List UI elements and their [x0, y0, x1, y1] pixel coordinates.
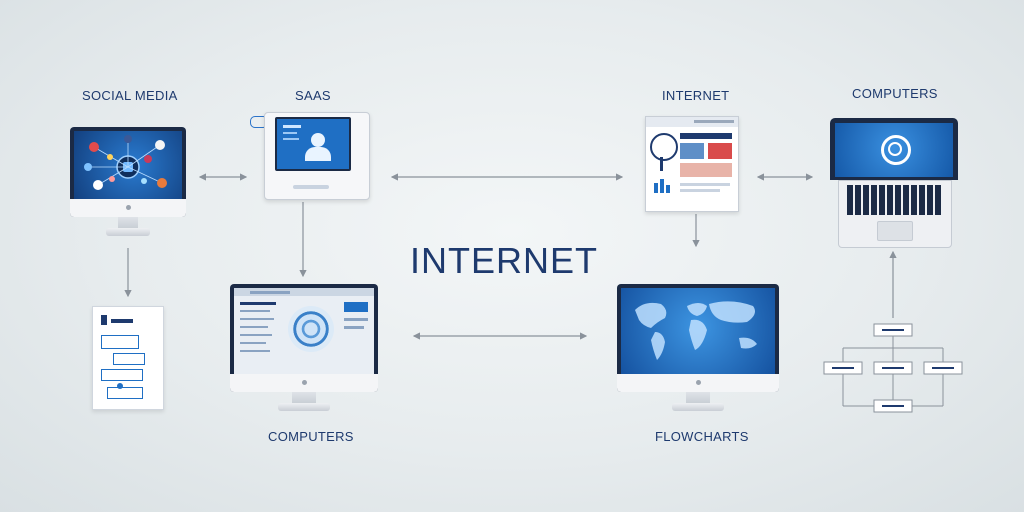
laptop-icon — [830, 118, 960, 250]
world-map-monitor-icon — [617, 284, 779, 414]
social-monitor-icon — [70, 127, 186, 243]
computer-monitor-icon — [230, 284, 378, 414]
label-computers-top: COMPUTERS — [852, 86, 938, 101]
flowchart-icon — [823, 323, 963, 413]
label-saas: SAAS — [295, 88, 331, 103]
label-internet: INTERNET — [662, 88, 730, 103]
label-social-media: SOCIAL MEDIA — [82, 88, 178, 103]
center-title: INTERNET — [410, 240, 598, 281]
document-icon — [92, 306, 164, 410]
internet-browser-icon — [645, 116, 739, 212]
saas-kiosk-icon — [250, 112, 370, 202]
label-computers-bottom: COMPUTERS — [268, 429, 354, 444]
label-flowcharts: FLOWCHARTS — [655, 429, 749, 444]
